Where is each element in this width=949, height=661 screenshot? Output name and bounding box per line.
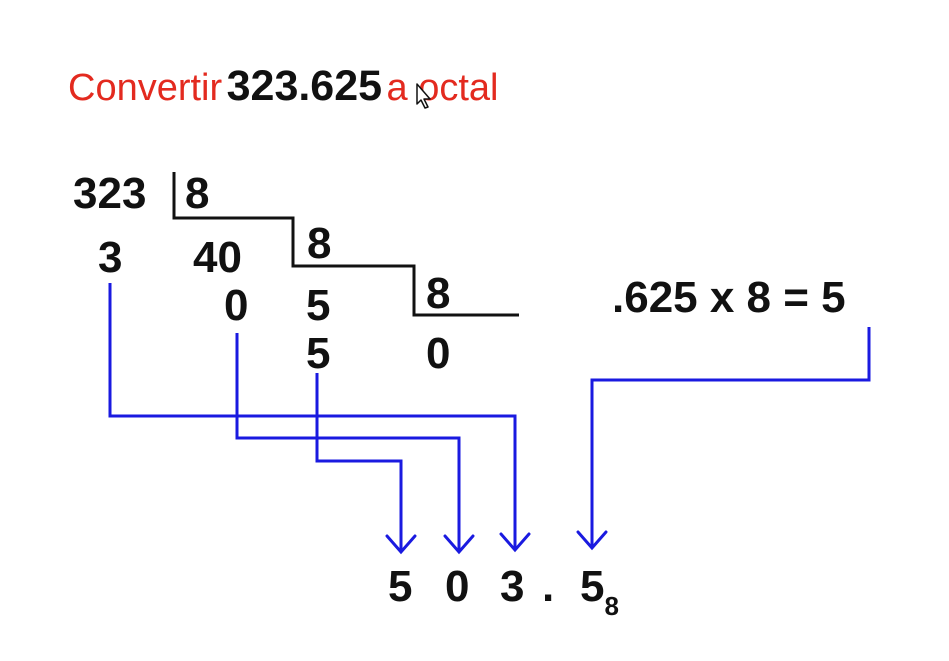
result-base-subscript: 8 [604,591,619,621]
connector-remainder-0 [235,333,461,550]
result-digit: 3 [500,562,525,611]
arrow-head-icon [443,534,475,555]
page-title: Convertir 323.625 a octal [68,62,498,111]
dividend-value: 323 [73,169,147,218]
quotient-value: 40 [193,233,242,282]
arrow-heads [385,530,608,555]
title-suffix: a octal [386,67,499,109]
result-fraction-digit: 5 [580,562,605,611]
connector-remainder-3 [108,283,517,548]
divisor-value: 8 [185,169,210,218]
result-digit: 0 [445,562,470,611]
arrow-head-icon [576,530,608,551]
division-brackets [172,172,519,317]
result-point: . [542,562,555,611]
divisor-value: 8 [426,269,451,318]
arrow-head-icon [499,532,531,553]
division-bracket-1 [172,172,519,317]
remainder-value: 0 [224,281,249,330]
result-digit: 58 [580,562,619,621]
remainder-value: 3 [98,233,123,282]
result-digit: 5 [388,562,413,611]
connector-lines [108,283,871,550]
remainder-value: 5 [306,329,331,378]
connector-fraction-5 [590,327,871,546]
arrow-head-icon [385,534,417,555]
quotient-value: 5 [306,281,331,330]
title-prefix: Convertir [68,67,223,109]
connector-remainder-5 [315,373,403,550]
fraction-equation: .625 x 8 = 5 [612,273,846,322]
divisor-value: 8 [307,219,332,268]
mouse-pointer-icon [416,83,431,109]
quotient-value: 0 [426,329,451,378]
title-number: 323.625 [226,62,383,110]
